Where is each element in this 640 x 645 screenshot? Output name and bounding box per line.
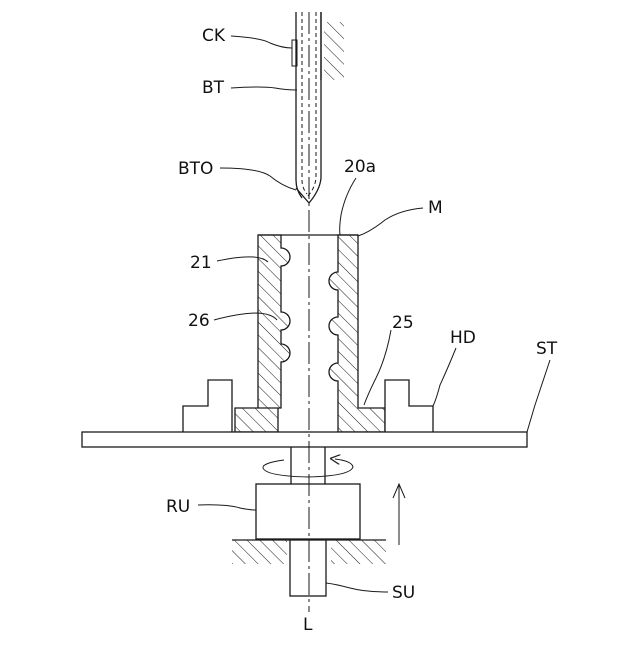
rotation-shaft	[291, 447, 325, 484]
mold-m	[235, 235, 385, 432]
label-bto: BTO	[178, 159, 213, 179]
label-st: ST	[536, 339, 558, 359]
holder-hd	[385, 380, 433, 432]
chuck-ck	[292, 12, 344, 80]
support-su	[290, 540, 326, 596]
label-20a: 20a	[344, 157, 376, 177]
label-bt: BT	[202, 78, 225, 98]
stage-st	[82, 432, 527, 447]
label-26: 26	[188, 311, 210, 331]
leader-lines	[198, 36, 550, 592]
up-arrow-icon	[393, 484, 405, 545]
rotation-arrow-icon	[263, 459, 353, 477]
label-l: L	[303, 615, 313, 635]
label-21: 21	[190, 253, 212, 273]
label-su: SU	[392, 583, 415, 603]
label-ru: RU	[166, 497, 190, 517]
label-ck: CK	[202, 26, 226, 46]
label-m: M	[428, 198, 443, 218]
mold-wall-right	[329, 235, 385, 432]
label-25: 25	[392, 313, 414, 333]
mold-wall-left	[235, 235, 290, 432]
holder-left	[183, 380, 232, 432]
rotation-unit-ru	[256, 484, 360, 539]
label-hd: HD	[450, 328, 476, 348]
